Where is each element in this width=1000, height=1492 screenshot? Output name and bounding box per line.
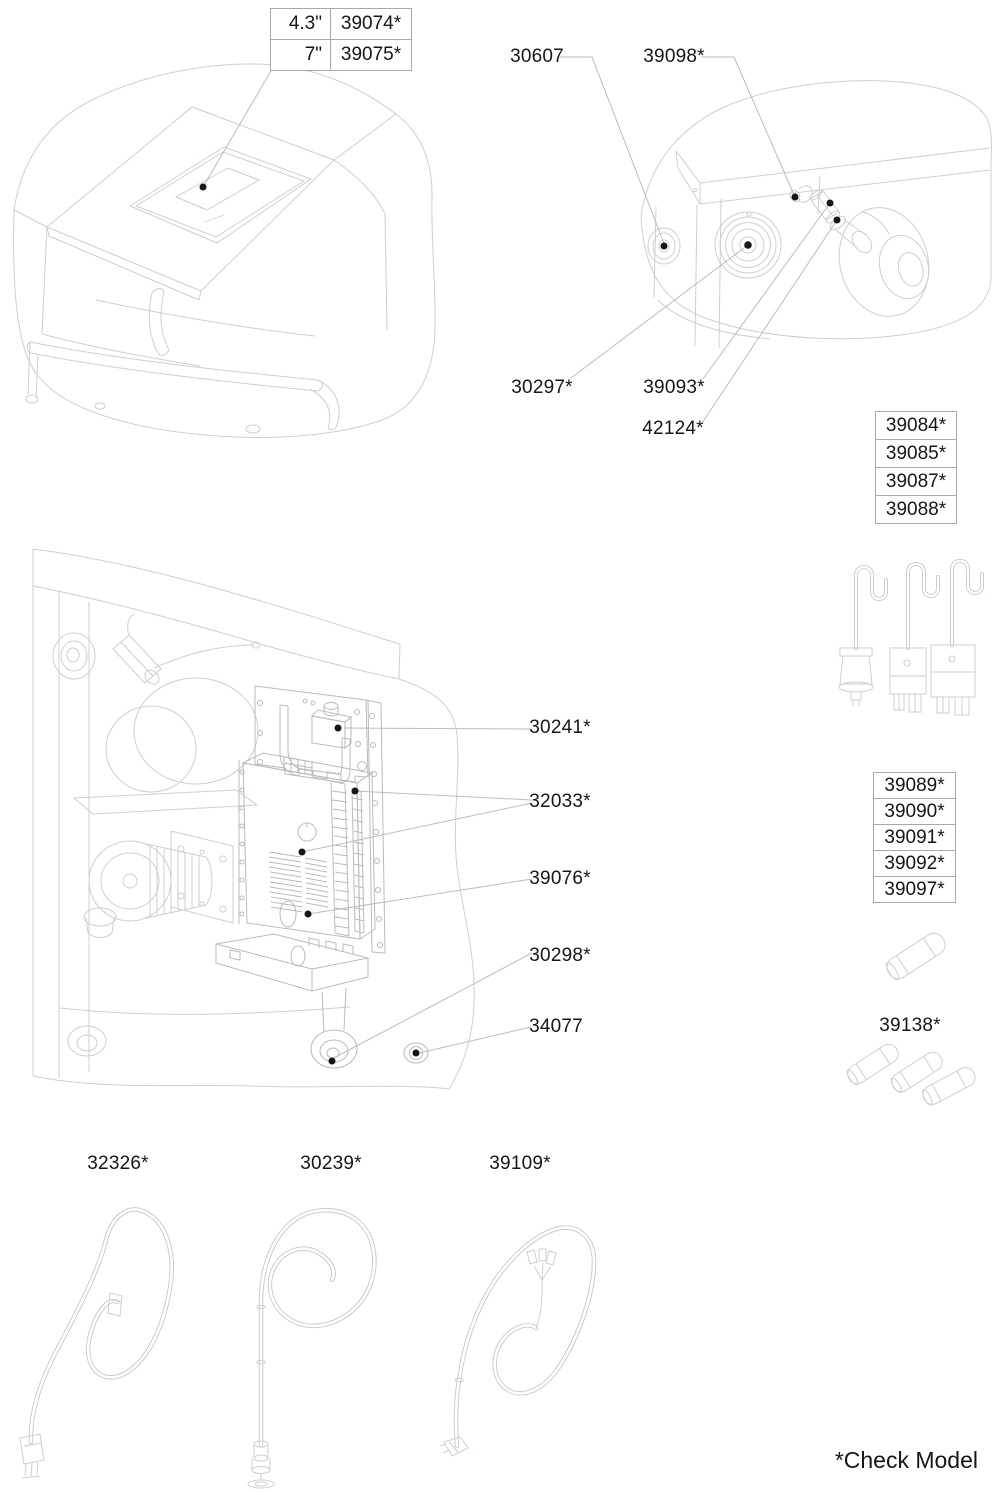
leader-lines xyxy=(202,56,838,1060)
callout-30239: 30239* xyxy=(300,1153,362,1174)
fuse-part-table: 39089* 39090* 39091* 39092* 39097* xyxy=(873,772,956,903)
cable-drawing-39109 xyxy=(439,1225,597,1457)
table-row: 4.3" 39074* xyxy=(270,8,412,40)
bottom-tray xyxy=(215,933,369,992)
cable-drawing-30239 xyxy=(247,1208,377,1489)
rear-cabinet-drawing xyxy=(32,548,475,1090)
handle-cutout xyxy=(279,705,351,783)
part-number-cell: 39097* xyxy=(873,876,956,903)
display-size-part-table: 4.3" 39074* 7" 39075* xyxy=(270,8,412,71)
part-number-cell: 39074* xyxy=(330,8,412,40)
callout-39138: 39138* xyxy=(879,1015,941,1036)
part-number-cell: 39092* xyxy=(873,850,956,877)
part-number-cell: 39088* xyxy=(875,495,957,524)
callout-32033: 32033* xyxy=(529,791,591,812)
cord-part-table: 39084* 39085* 39087* 39088* xyxy=(875,411,957,524)
fuse-set-drawing xyxy=(846,1043,976,1106)
callout-42124: 42124* xyxy=(642,418,704,439)
check-model-footnote: *Check Model xyxy=(834,1447,978,1473)
machine-console-drawing xyxy=(13,63,436,438)
callout-34077: 34077 xyxy=(529,1016,583,1037)
callout-39093: 39093* xyxy=(643,377,705,398)
callout-30297: 30297* xyxy=(511,377,573,398)
temp-probe-drawings xyxy=(838,559,984,716)
part-number-cell: 39075* xyxy=(330,39,412,71)
callout-32326: 32326* xyxy=(87,1153,149,1174)
callout-30241: 30241* xyxy=(529,717,591,738)
exhaust-duct xyxy=(838,207,930,317)
part-number-cell: 39084* xyxy=(875,411,957,440)
shelf xyxy=(72,789,259,815)
part-number-cell: 39091* xyxy=(873,824,956,851)
part-number-cell: 39089* xyxy=(873,772,956,799)
callout-30607: 30607 xyxy=(510,46,564,67)
part-marker-dots xyxy=(199,183,841,1065)
part-number-cell: 39085* xyxy=(875,439,957,468)
size-cell: 7" xyxy=(270,39,331,71)
cable-drawing-32326 xyxy=(19,1207,174,1479)
table-row: 7" 39075* xyxy=(270,39,412,71)
callout-39098: 39098* xyxy=(643,46,705,67)
part-number-cell: 39087* xyxy=(875,467,957,496)
size-cell: 4.3" xyxy=(270,8,331,40)
pressure-fitting xyxy=(112,634,162,684)
display-screen xyxy=(174,167,261,211)
callout-39109: 39109* xyxy=(489,1153,551,1174)
terminal-strip xyxy=(330,780,350,937)
control-box-drawing xyxy=(215,685,429,1069)
fuse-single-drawing xyxy=(885,932,946,981)
callout-30298: 30298* xyxy=(529,945,591,966)
machine-corner-drawing xyxy=(640,80,992,349)
callout-39076: 39076* xyxy=(529,868,591,889)
part-number-cell: 39090* xyxy=(873,798,956,825)
